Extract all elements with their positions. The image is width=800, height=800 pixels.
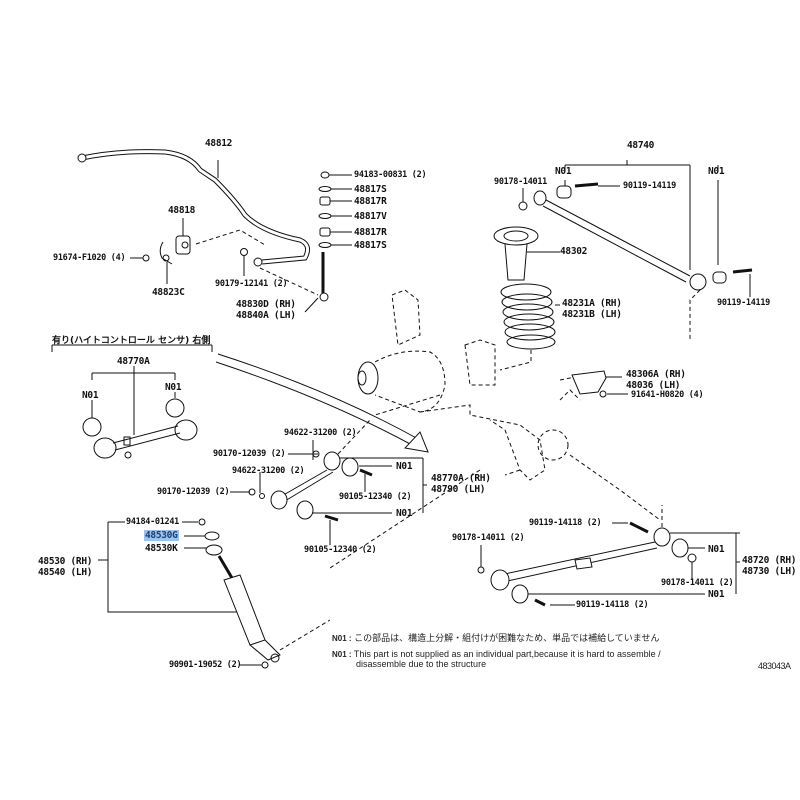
reference-arrow bbox=[215, 353, 429, 453]
label-lower-arm-nut-right[interactable]: 90178-14011 (2) bbox=[661, 578, 734, 588]
note-en: N01 : This part is not supplied as an in… bbox=[332, 649, 661, 660]
label-shock-cushion-highlighted[interactable]: 48530G bbox=[144, 530, 179, 541]
label-washer-top[interactable]: 94622-31200 (2) bbox=[284, 428, 357, 438]
stab-nut-drawing bbox=[240, 248, 248, 256]
note-en-line2: disassemble due to the structure bbox=[356, 659, 487, 669]
label-shock-nut[interactable]: 94184-01241 bbox=[126, 517, 179, 527]
label-upper-arm-bolt-top[interactable]: 90105-12340 (2) bbox=[339, 492, 412, 502]
shock-absorber-drawing bbox=[98, 518, 331, 669]
label-bushing-bracket[interactable]: 48823C bbox=[152, 287, 185, 298]
diagram-code: 483043A bbox=[758, 661, 791, 671]
label-lower-arm-bolt-bottom[interactable]: 90119-14118 (2) bbox=[576, 600, 649, 610]
label-upper-arm-lh[interactable]: 48790 (LH) bbox=[431, 484, 486, 495]
label-stab-nut[interactable]: 90179-12141 (2) bbox=[215, 279, 288, 289]
label-lateral-rod-n01-left[interactable]: N01 bbox=[555, 166, 572, 177]
label-lower-arm-n01-bottom[interactable]: N01 bbox=[708, 589, 725, 600]
label-coil-spring-rh[interactable]: 48231A (RH) bbox=[562, 298, 622, 309]
label-stabilizer-bar[interactable]: 48812 bbox=[205, 138, 233, 149]
label-link-seat-upper[interactable]: 48817S bbox=[354, 184, 387, 195]
label-lower-arm-lh[interactable]: 48730 (LH) bbox=[742, 566, 797, 577]
label-shock-bolt[interactable]: 90901-19052 (2) bbox=[169, 660, 242, 670]
note-en-line1: This part is not supplied as an individu… bbox=[353, 649, 661, 659]
coil-spring-drawing bbox=[499, 283, 560, 371]
label-upper-arm-sensor-n01-right[interactable]: N01 bbox=[165, 382, 182, 393]
sensor-caption: 有り(ハイトコントロール センサ) 右側 bbox=[52, 336, 211, 346]
label-spring-seat-lh[interactable]: 48036 (LH) bbox=[626, 380, 681, 391]
label-shock-cushion[interactable]: 48530K bbox=[145, 543, 178, 554]
label-link-cushion-lower[interactable]: 48817R bbox=[354, 227, 387, 238]
label-upper-arm-rh[interactable]: 48770A (RH) bbox=[431, 473, 491, 484]
bushing-bracket-drawing bbox=[130, 241, 173, 284]
label-lower-arm-n01-top[interactable]: N01 bbox=[708, 544, 725, 555]
label-lower-arm-nut-left[interactable]: 90178-14011 (2) bbox=[452, 533, 525, 543]
spring-seat-drawing bbox=[571, 370, 628, 398]
label-nut-top[interactable]: 90170-12039 (2) bbox=[213, 449, 286, 459]
lower-arm-drawing bbox=[477, 505, 740, 607]
label-shock-lh[interactable]: 48540 (LH) bbox=[38, 567, 93, 578]
label-upper-arm-sensor-n01-left[interactable]: N01 bbox=[82, 390, 99, 401]
label-nut-mid[interactable]: 90170-12039 (2) bbox=[157, 487, 230, 497]
label-lateral-rod-n01-right[interactable]: N01 bbox=[708, 166, 725, 177]
label-shock-rh[interactable]: 48530 (RH) bbox=[38, 556, 93, 567]
label-lateral-rod-nut[interactable]: 90178-14011 bbox=[494, 177, 547, 187]
label-lower-arm-rh[interactable]: 48720 (RH) bbox=[742, 555, 797, 566]
label-lateral-rod-bolt-bottom[interactable]: 90119-14119 bbox=[717, 298, 770, 308]
note-jp-text: この部品は、構造上分解・組付けが困難なため、単品では補給していません bbox=[354, 633, 660, 643]
axle-housing-drawing bbox=[329, 289, 661, 569]
lateral-rod-drawing bbox=[518, 160, 753, 340]
stabilizer-bushing-drawing bbox=[175, 218, 266, 255]
label-upper-arm-bolt-bottom[interactable]: 90105-12340 (2) bbox=[304, 545, 377, 555]
label-upper-arm-n01-top[interactable]: N01 bbox=[396, 461, 413, 472]
label-bump-stopper[interactable]: 48302 bbox=[560, 246, 588, 257]
label-upper-arm-n01-bottom[interactable]: N01 bbox=[396, 508, 413, 519]
note-en-label: N01 : bbox=[332, 650, 352, 659]
label-spring-seat-bolt[interactable]: 91641-H0820 (4) bbox=[631, 390, 704, 400]
upper-arm-drawing bbox=[230, 419, 427, 545]
label-spring-seat-rh[interactable]: 48306A (RH) bbox=[626, 369, 686, 380]
stabilizer-bar-drawing bbox=[77, 149, 311, 267]
bump-stopper-drawing bbox=[493, 226, 560, 281]
label-stab-link-rh[interactable]: 48830D (RH) bbox=[236, 299, 296, 310]
label-link-retainer[interactable]: 48817V bbox=[354, 211, 387, 222]
label-lateral-rod-bolt-top[interactable]: 90119-14119 bbox=[623, 181, 676, 191]
label-lower-arm-bolt-top[interactable]: 90119-14118 (2) bbox=[529, 518, 602, 528]
label-stab-link-lh[interactable]: 48840A (LH) bbox=[236, 310, 296, 321]
label-coil-spring-lh[interactable]: 48231B (LH) bbox=[562, 309, 622, 320]
label-link-seat-lower[interactable]: 48817S bbox=[354, 240, 387, 251]
label-upper-arm-sensor[interactable]: 48770A bbox=[117, 356, 150, 367]
label-stabilizer-bushing[interactable]: 48818 bbox=[168, 205, 196, 216]
label-lateral-rod[interactable]: 48740 bbox=[627, 140, 655, 151]
sensor-bracket-drawing bbox=[51, 344, 213, 459]
label-link-nut[interactable]: 94183-00831 (2) bbox=[354, 170, 427, 180]
label-bracket-bolt[interactable]: 91674-F1020 (4) bbox=[53, 253, 126, 263]
note-jp: N01 : この部品は、構造上分解・組付けが困難なため、単品では補給していません bbox=[332, 633, 660, 644]
stab-link-stack-drawing bbox=[259, 171, 352, 313]
label-washer-mid[interactable]: 94622-31200 (2) bbox=[232, 466, 305, 476]
label-link-cushion-upper[interactable]: 48817R bbox=[354, 196, 387, 207]
note-jp-label: N01 : bbox=[332, 634, 352, 643]
